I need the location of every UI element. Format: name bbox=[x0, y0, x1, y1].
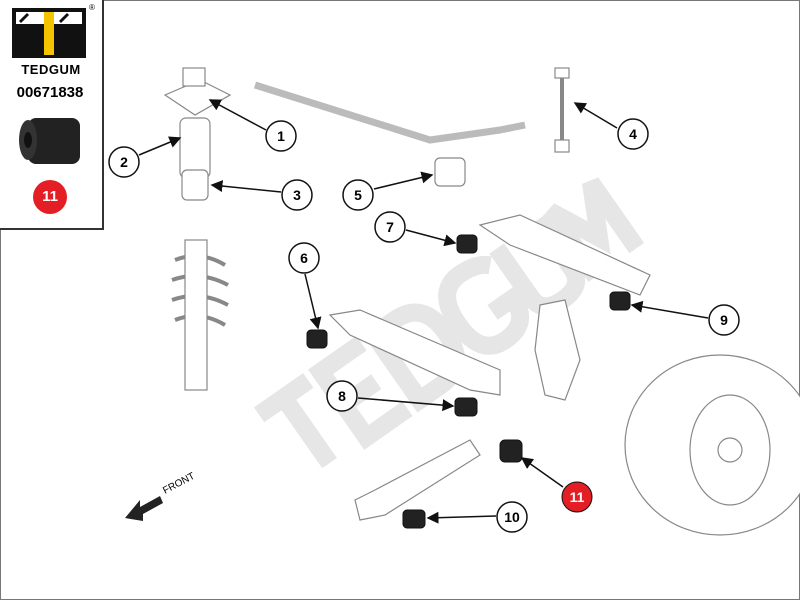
wheel bbox=[624, 354, 800, 536]
bump-stop-boot bbox=[179, 117, 211, 201]
callout-3: 3 bbox=[281, 179, 313, 211]
callout-6: 6 bbox=[288, 242, 320, 274]
callout-5: 5 bbox=[342, 179, 374, 211]
callout-4: 4 bbox=[617, 118, 649, 150]
stabilizer-bar bbox=[253, 81, 526, 144]
bushings bbox=[306, 234, 631, 529]
svg-text:5: 5 bbox=[354, 187, 362, 203]
svg-text:3: 3 bbox=[293, 187, 301, 203]
top-mount bbox=[163, 67, 232, 116]
svg-text:11: 11 bbox=[570, 489, 585, 505]
callout-1: 1 bbox=[265, 120, 297, 152]
stabilizer-bushing bbox=[434, 157, 466, 187]
svg-text:4: 4 bbox=[629, 126, 637, 142]
svg-text:6: 6 bbox=[300, 250, 308, 266]
knuckle bbox=[534, 299, 581, 401]
svg-text:1: 1 bbox=[277, 128, 285, 144]
svg-text:7: 7 bbox=[386, 219, 394, 235]
stabilizer-link bbox=[554, 67, 570, 153]
svg-text:2: 2 bbox=[120, 154, 128, 170]
lower-arm bbox=[328, 309, 501, 396]
svg-text:8: 8 bbox=[338, 388, 346, 404]
front-direction: FRONT bbox=[125, 471, 197, 521]
coil-spring bbox=[171, 239, 229, 391]
product-panel: ® TEDGUM 00671838 11 bbox=[0, 0, 104, 230]
part-number: 00671838 bbox=[16, 84, 84, 101]
callout-8: 8 bbox=[326, 380, 358, 412]
callout-10: 10 bbox=[496, 501, 528, 533]
callout-7: 7 bbox=[374, 211, 406, 243]
callout-badge-11: 11 bbox=[33, 180, 67, 214]
bushing-product-image bbox=[19, 118, 80, 164]
svg-text:9: 9 bbox=[720, 312, 728, 328]
trailing-arm bbox=[354, 439, 481, 521]
tedgum-logo bbox=[12, 8, 86, 58]
callout-11-highlight: 11 bbox=[561, 481, 593, 513]
registered-mark: ® bbox=[89, 3, 95, 12]
brand-name: TEDGUM bbox=[21, 62, 81, 77]
callout-2: 2 bbox=[108, 146, 140, 178]
svg-text:10: 10 bbox=[504, 509, 520, 525]
svg-text:FRONT: FRONT bbox=[161, 471, 197, 497]
upper-arm bbox=[478, 214, 651, 296]
callout-9: 9 bbox=[708, 304, 740, 336]
leader-lines bbox=[138, 99, 709, 524]
